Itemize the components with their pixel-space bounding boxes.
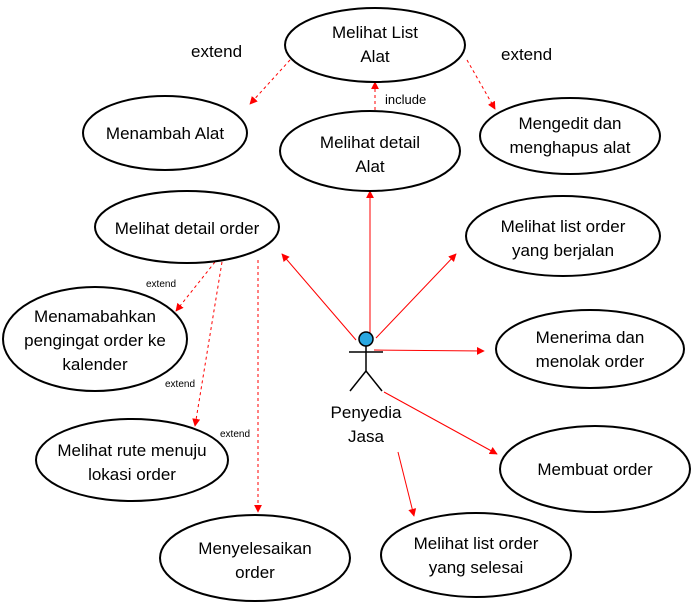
assoc-arrow-terima-tolak (373, 346, 485, 355)
extend-arrow-edit-alat (466, 59, 496, 110)
relationships (175, 59, 498, 517)
use-case-melihat-list-alat[interactable]: Melihat List Alat (284, 7, 466, 83)
extend-arrow-rute (192, 261, 223, 427)
actor-right-leg (365, 370, 383, 392)
actor-label-line-1: Penyedia (331, 403, 402, 422)
extend-arrow-add-alat (249, 59, 291, 105)
use-case-melihat-detail-alat[interactable]: Melihat detail Alat (279, 110, 461, 192)
use-case-menyelesaikan-order[interactable]: Menyelesaikan order (159, 514, 351, 602)
actor-head (358, 331, 374, 347)
extend-label-rute: extend (165, 379, 195, 390)
actor-penyedia-jasa[interactable]: Penyedia Jasa (331, 331, 402, 446)
use-case-melihat-detail-order[interactable]: Melihat detail order (94, 190, 280, 264)
use-case-melihat-rute[interactable]: Melihat rute menuju lokasi order (35, 418, 229, 502)
svg-text:Alat: Alat (360, 47, 390, 66)
svg-text:Melihat List: Melihat List (332, 23, 418, 42)
svg-text:menghapus alat: menghapus alat (510, 138, 631, 157)
use-case-melihat-list-order-selesai[interactable]: Melihat list order yang selesai (380, 512, 572, 598)
actor-left-leg (349, 370, 367, 392)
assoc-arrow-membuat-order (383, 391, 498, 455)
svg-text:Melihat list order: Melihat list order (414, 534, 539, 553)
svg-text:lokasi order: lokasi order (88, 465, 176, 484)
svg-text:Menambah Alat: Menambah Alat (106, 124, 224, 143)
assoc-arrow-order-berjalan (375, 253, 457, 339)
extend-label-pengingat: extend (146, 279, 176, 290)
assoc-arrow-order-selesai (397, 451, 417, 517)
assoc-arrow-detail-order (281, 253, 357, 341)
svg-text:menolak order: menolak order (536, 352, 645, 371)
actor-label-line-2: Jasa (348, 427, 384, 446)
svg-text:Melihat detail order: Melihat detail order (115, 219, 260, 238)
svg-text:Alat: Alat (355, 157, 385, 176)
svg-text:Menyelesaikan: Menyelesaikan (198, 539, 311, 558)
svg-text:order: order (235, 563, 275, 582)
svg-text:Melihat detail: Melihat detail (320, 133, 420, 152)
extend-label-add-alat: extend (191, 42, 242, 61)
svg-text:pengingat order ke: pengingat order ke (24, 331, 166, 350)
extend-arrow-pengingat (175, 261, 216, 312)
svg-text:yang berjalan: yang berjalan (512, 241, 614, 260)
use-case-menambah-alat[interactable]: Menambah Alat (82, 95, 248, 171)
include-label-detail-alat: include (385, 92, 426, 107)
svg-text:Mengedit dan: Mengedit dan (518, 114, 621, 133)
svg-text:Melihat list order: Melihat list order (501, 217, 626, 236)
svg-text:Membuat order: Membuat order (537, 460, 653, 479)
use-case-menambahkan-pengingat[interactable]: Menamabahkan pengingat order ke kalender (2, 286, 188, 392)
extend-label-edit-alat: extend (501, 45, 552, 64)
extend-label-selesaikan: extend (220, 429, 250, 440)
svg-text:Menerima dan: Menerima dan (536, 328, 645, 347)
svg-text:Menamabahkan: Menamabahkan (34, 307, 156, 326)
svg-text:Melihat rute menuju: Melihat rute menuju (57, 441, 206, 460)
use-case-membuat-order[interactable]: Membuat order (499, 425, 691, 513)
use-case-melihat-list-order-berjalan[interactable]: Melihat list order yang berjalan (465, 195, 661, 277)
svg-text:yang selesai: yang selesai (429, 558, 524, 577)
svg-text:kalender: kalender (62, 355, 128, 374)
use-case-menerima-menolak-order[interactable]: Menerima dan menolak order (495, 309, 685, 389)
use-case-mengedit-menghapus-alat[interactable]: Mengedit dan menghapus alat (479, 97, 661, 175)
